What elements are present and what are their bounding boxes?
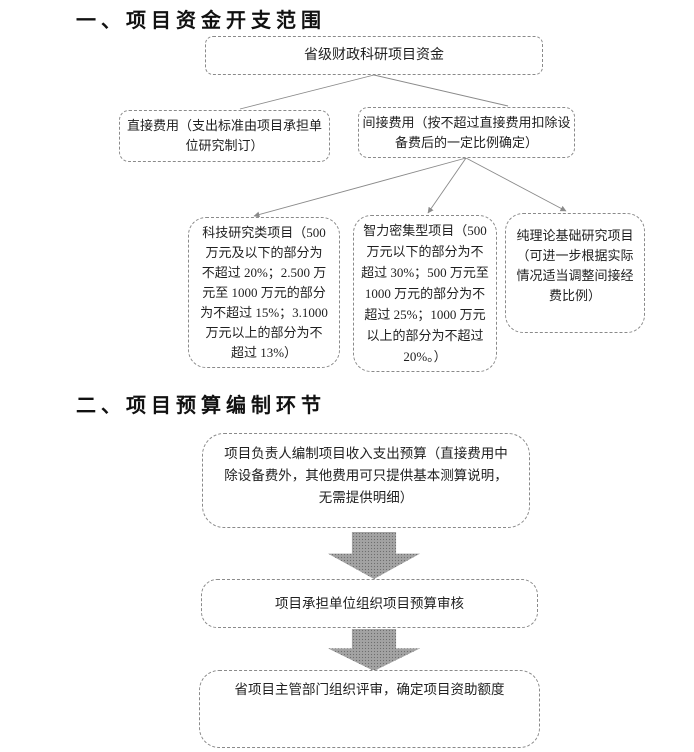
flow-step-unit-review: 项目承担单位组织项目预算审核	[201, 579, 538, 628]
flow-step-budget-preparation: 项目负责人编制项目收入支出预算（直接费用中 除设备费外，其他费用可只提供基本测算…	[202, 433, 530, 528]
section2-heading: 二、项目预算编制环节	[76, 395, 326, 417]
flow-step-department-evaluation: 省项目主管部门组织评审，确定项目资助额度	[199, 670, 540, 748]
flow-node-tech-research-projects: 科技研究类项目（500 万元及以下的部分为 不超过 20%；2.500 万 元至…	[188, 217, 340, 368]
connector-indirect-to-tech	[253, 157, 467, 218]
connector-root-to-indirect	[373, 74, 509, 107]
connector-root-to-direct	[239, 74, 375, 110]
flow-node-direct-costs: 直接费用（支出标准由项目承担单 位研究制订）	[119, 110, 330, 162]
connector-indirect-to-intensive	[427, 157, 467, 214]
flow-node-intellect-intensive-projects: 智力密集型项目（500 万元以下的部分为不 超过 30%；500 万元至 100…	[353, 215, 497, 372]
connector-indirect-to-pure	[465, 157, 567, 212]
flow-node-indirect-costs: 间接费用（按不超过直接费用扣除设 备费后的一定比例确定）	[358, 107, 575, 158]
flow-node-provincial-funds: 省级财政科研项目资金	[205, 36, 543, 75]
section1-heading: 一、项目资金开支范围	[76, 10, 326, 32]
flow-node-pure-theory-projects: 纯理论基础研究项目 （可进一步根据实际 情况适当调整间接经 费比例）	[505, 213, 645, 333]
down-block-arrow-icon	[328, 532, 420, 579]
down-block-arrow-icon	[328, 629, 420, 671]
